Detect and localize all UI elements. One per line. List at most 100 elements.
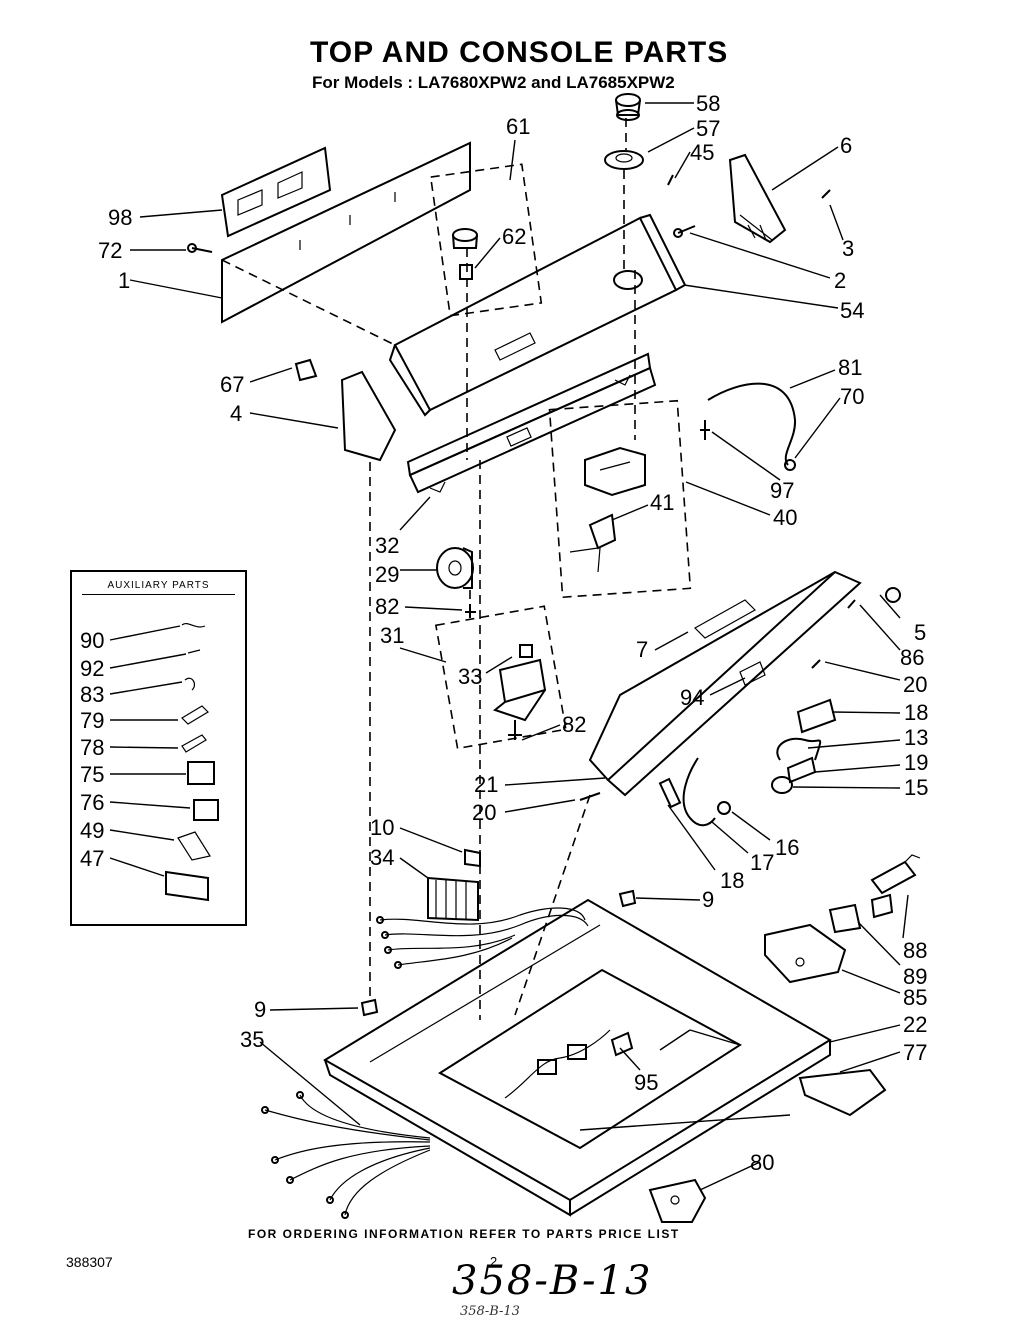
timer <box>436 547 474 589</box>
callout: 45 <box>690 140 714 165</box>
callout: 82 <box>562 712 586 737</box>
aux-callout: 76 <box>80 790 104 815</box>
callout: 16 <box>775 835 799 860</box>
wire-harness <box>261 1091 431 1219</box>
assembly-line <box>514 794 591 1016</box>
callout: 7 <box>636 637 648 662</box>
clip <box>618 889 637 908</box>
callout: 3 <box>842 236 854 261</box>
internal-wiring <box>504 1029 611 1099</box>
selector-switch <box>492 644 547 722</box>
callout: 10 <box>370 815 394 840</box>
aux-callout: 75 <box>80 762 104 787</box>
callout: 72 <box>98 238 122 263</box>
callout: 54 <box>840 298 864 323</box>
screw <box>811 659 821 669</box>
callout: 98 <box>108 205 132 230</box>
callout: 15 <box>904 775 928 800</box>
console-end-cap-right <box>728 153 787 244</box>
callout: 13 <box>904 725 928 750</box>
plug <box>610 1031 634 1057</box>
handwritten-code: 358-B-13 <box>452 1258 653 1304</box>
console-body <box>388 213 687 417</box>
callout: 35 <box>240 1027 264 1052</box>
callout: 77 <box>903 1040 927 1065</box>
callout: 86 <box>900 645 924 670</box>
callout: 18 <box>720 868 744 893</box>
clip <box>464 848 481 868</box>
lid-bumper <box>885 587 901 603</box>
callout: 95 <box>634 1070 658 1095</box>
callout: 80 <box>750 1150 774 1175</box>
switch-actuator <box>569 513 617 573</box>
callout: 20 <box>903 672 927 697</box>
switch-bracket <box>828 903 862 934</box>
callout: 32 <box>375 533 399 558</box>
callout: 67 <box>220 372 244 397</box>
clip <box>294 358 318 382</box>
callout: 89 <box>903 964 927 989</box>
callout: 85 <box>903 985 927 1010</box>
page-number: 2 <box>490 1254 498 1269</box>
callout: 4 <box>230 401 242 426</box>
callout: 33 <box>458 664 482 689</box>
auxiliary-parts-diagram: 90 92 83 79 78 75 76 49 47 <box>80 623 219 902</box>
leader-lines <box>129 102 909 1191</box>
leveling-leg <box>798 1068 887 1117</box>
callout: 40 <box>773 505 797 530</box>
aux-callout: 83 <box>80 682 104 707</box>
timer-group-outline <box>429 163 543 317</box>
callout: 9 <box>254 997 266 1022</box>
aux-callout: 92 <box>80 656 104 681</box>
lid <box>588 570 862 797</box>
knob-skirt <box>604 150 644 170</box>
bracket <box>220 146 332 238</box>
callout: 57 <box>696 116 720 141</box>
foot <box>648 1178 707 1223</box>
document-number: 388307 <box>66 1254 113 1270</box>
assembly-line <box>221 259 396 346</box>
switch-assembly <box>870 854 921 919</box>
screw <box>465 604 476 618</box>
knob <box>615 93 641 121</box>
console-end-cap <box>340 370 397 462</box>
timer-knob <box>452 228 478 280</box>
callout: 6 <box>840 133 852 158</box>
screw <box>821 189 831 199</box>
terminal-block <box>427 876 479 922</box>
callout: 2 <box>834 268 846 293</box>
callout: 70 <box>840 384 864 409</box>
callout: 18 <box>904 700 928 725</box>
screw <box>187 243 213 253</box>
lid-switch-bracket <box>776 698 837 761</box>
callout: 34 <box>370 845 394 870</box>
callout: 29 <box>375 562 399 587</box>
callout-labels: 58 57 45 6 3 2 54 61 62 98 72 1 67 4 81 … <box>98 91 928 1175</box>
switch-module-outline <box>434 605 567 750</box>
callout: 22 <box>903 1012 927 1037</box>
model-subtitle: For Models : LA7680XPW2 and LA7685XPW2 <box>312 73 675 92</box>
aux-callout-labels: 90 92 83 79 78 75 76 49 47 <box>80 628 104 871</box>
switch-housing <box>584 446 646 497</box>
screw <box>700 420 710 440</box>
callout: 21 <box>474 772 498 797</box>
assembly-line <box>623 118 627 270</box>
wire-harness <box>376 907 589 969</box>
callout: 97 <box>770 478 794 503</box>
switch-housing-bracket <box>764 923 847 984</box>
switch-group-outline <box>548 399 692 599</box>
aux-part-icons <box>165 623 219 902</box>
screw <box>667 174 674 186</box>
aux-leaders <box>109 625 191 877</box>
callout: 58 <box>696 91 720 116</box>
console-back-panel <box>221 141 471 324</box>
callout: 62 <box>502 224 526 249</box>
aux-callout: 49 <box>80 818 104 843</box>
aux-callout: 90 <box>80 628 104 653</box>
auxiliary-parts-box: AUXILIARY PARTS 90 92 83 <box>70 570 247 926</box>
aux-callout: 78 <box>80 735 104 760</box>
screw <box>508 720 522 740</box>
control-mounting-bracket <box>406 352 657 494</box>
callout: 1 <box>118 268 130 293</box>
